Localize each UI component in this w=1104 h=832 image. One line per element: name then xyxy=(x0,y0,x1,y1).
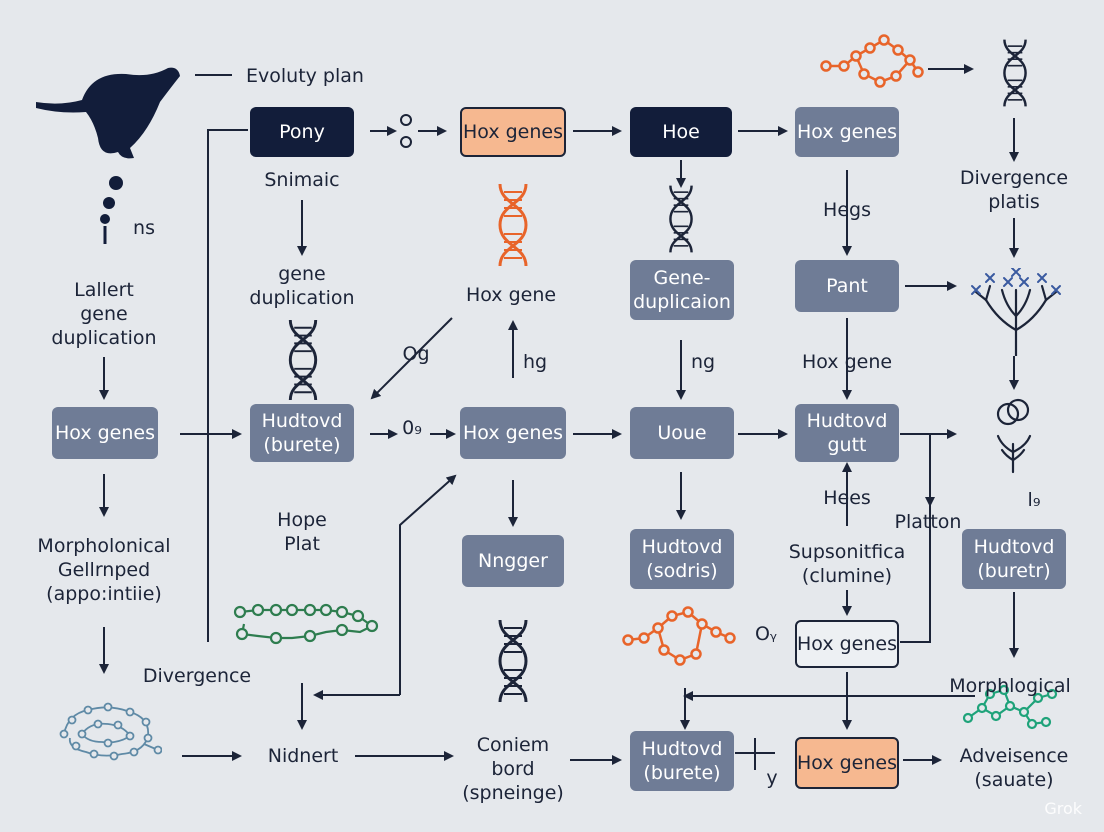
label-divergence-platis: Divergence platis xyxy=(959,167,1069,213)
connector-arrow xyxy=(399,474,457,695)
connector-line xyxy=(900,434,931,643)
molecule-network-icon xyxy=(233,603,379,645)
label-nidnert: Nidnert xyxy=(267,745,339,767)
label-divergence: Divergence xyxy=(142,665,252,687)
watermark-text: Grok xyxy=(1044,799,1082,818)
dna-helix-icon xyxy=(498,619,528,703)
node-hudtovd-sodris: Hudtovd (sodris) xyxy=(630,529,734,589)
label-zero-sub: 0₉ xyxy=(402,417,422,439)
molecule-network-icon xyxy=(962,684,1058,730)
label-lallert-gene-duplication: Lallert gene duplication xyxy=(51,279,157,349)
branching-tree-icon xyxy=(971,268,1061,356)
label-hox-gene: Hox gene xyxy=(465,284,557,306)
molecule-network-icon xyxy=(622,606,736,666)
label-l-sub: l₉ xyxy=(1027,489,1041,511)
node-hudtovd-buretr: Hudtovd (buretr) xyxy=(962,529,1066,589)
label-og: Og xyxy=(402,343,430,365)
node-hudtovd-gutt: Hudtovd gutt xyxy=(795,404,899,462)
label-hees: Hees xyxy=(823,487,871,509)
label-hope-plat: Hope Plat xyxy=(277,509,327,555)
node-nngger: Nngger xyxy=(462,535,564,587)
label-ns: ns xyxy=(133,217,155,239)
node-gene-duplication: Gene- duplicaion xyxy=(630,260,734,320)
junction-circle xyxy=(400,136,412,148)
label-coniem-bord: Coniem bord (spneinge) xyxy=(462,734,564,804)
node-hox-genes-left: Hox genes xyxy=(52,407,158,459)
molecule-network-icon xyxy=(820,34,924,88)
junction-circle xyxy=(400,114,412,126)
node-hudtovd-burete: Hudtovd (burete) xyxy=(250,404,354,462)
label-snimaic: Snimaic xyxy=(264,169,340,191)
rodent-silhouette-icon xyxy=(36,67,180,159)
node-pant: Pant xyxy=(795,260,899,312)
label-morpholonical: Morpholonical Gellrnped (appo:intiie) xyxy=(37,535,171,605)
dna-helix-icon xyxy=(669,185,693,253)
label-ng: ng xyxy=(690,351,716,373)
label-hegs: Hegs xyxy=(823,199,871,221)
node-pony: Pony xyxy=(250,107,354,157)
label-platton: Platton xyxy=(894,511,962,533)
label-hg: hg xyxy=(522,351,548,373)
node-uoue: Uoue xyxy=(630,407,734,459)
connector-arrow xyxy=(370,317,453,400)
molecule-network-icon xyxy=(59,702,162,761)
node-hox-genes: Hox genes xyxy=(460,107,566,157)
node-hox-genes-outline: Hox genes xyxy=(795,620,899,668)
vertical-dots-icon xyxy=(100,176,123,244)
label-supsonitfica: Supsonitfica (clumine) xyxy=(788,541,906,587)
label-hox-gene-right: Hox gene xyxy=(801,351,893,373)
dna-helix-icon xyxy=(1003,39,1027,107)
node-hox-genes-mid: Hox genes xyxy=(460,407,566,459)
node-hox-genes-top-right: Hox genes xyxy=(795,107,899,157)
label-adveisence: Adveisence (sauate) xyxy=(959,745,1069,791)
node-hox-genes-bottom: Hox genes xyxy=(795,737,899,789)
label-gene-duplication: gene duplication xyxy=(249,263,355,309)
label-oy: Oᵧ xyxy=(754,623,778,645)
label-morphlogical: Morphlogical xyxy=(949,675,1071,697)
interlocked-rings-icon xyxy=(996,398,1032,474)
dna-helix-icon xyxy=(288,319,318,401)
label-evoluty-plan: Evoluty plan xyxy=(246,65,364,87)
dna-helix-icon xyxy=(498,183,528,267)
node-hudtovd-burete-bottom: Hudtovd (burete) xyxy=(630,731,734,791)
connector-line xyxy=(207,129,248,642)
node-hoe: Hoe xyxy=(630,107,732,157)
label-y: y xyxy=(766,767,778,789)
